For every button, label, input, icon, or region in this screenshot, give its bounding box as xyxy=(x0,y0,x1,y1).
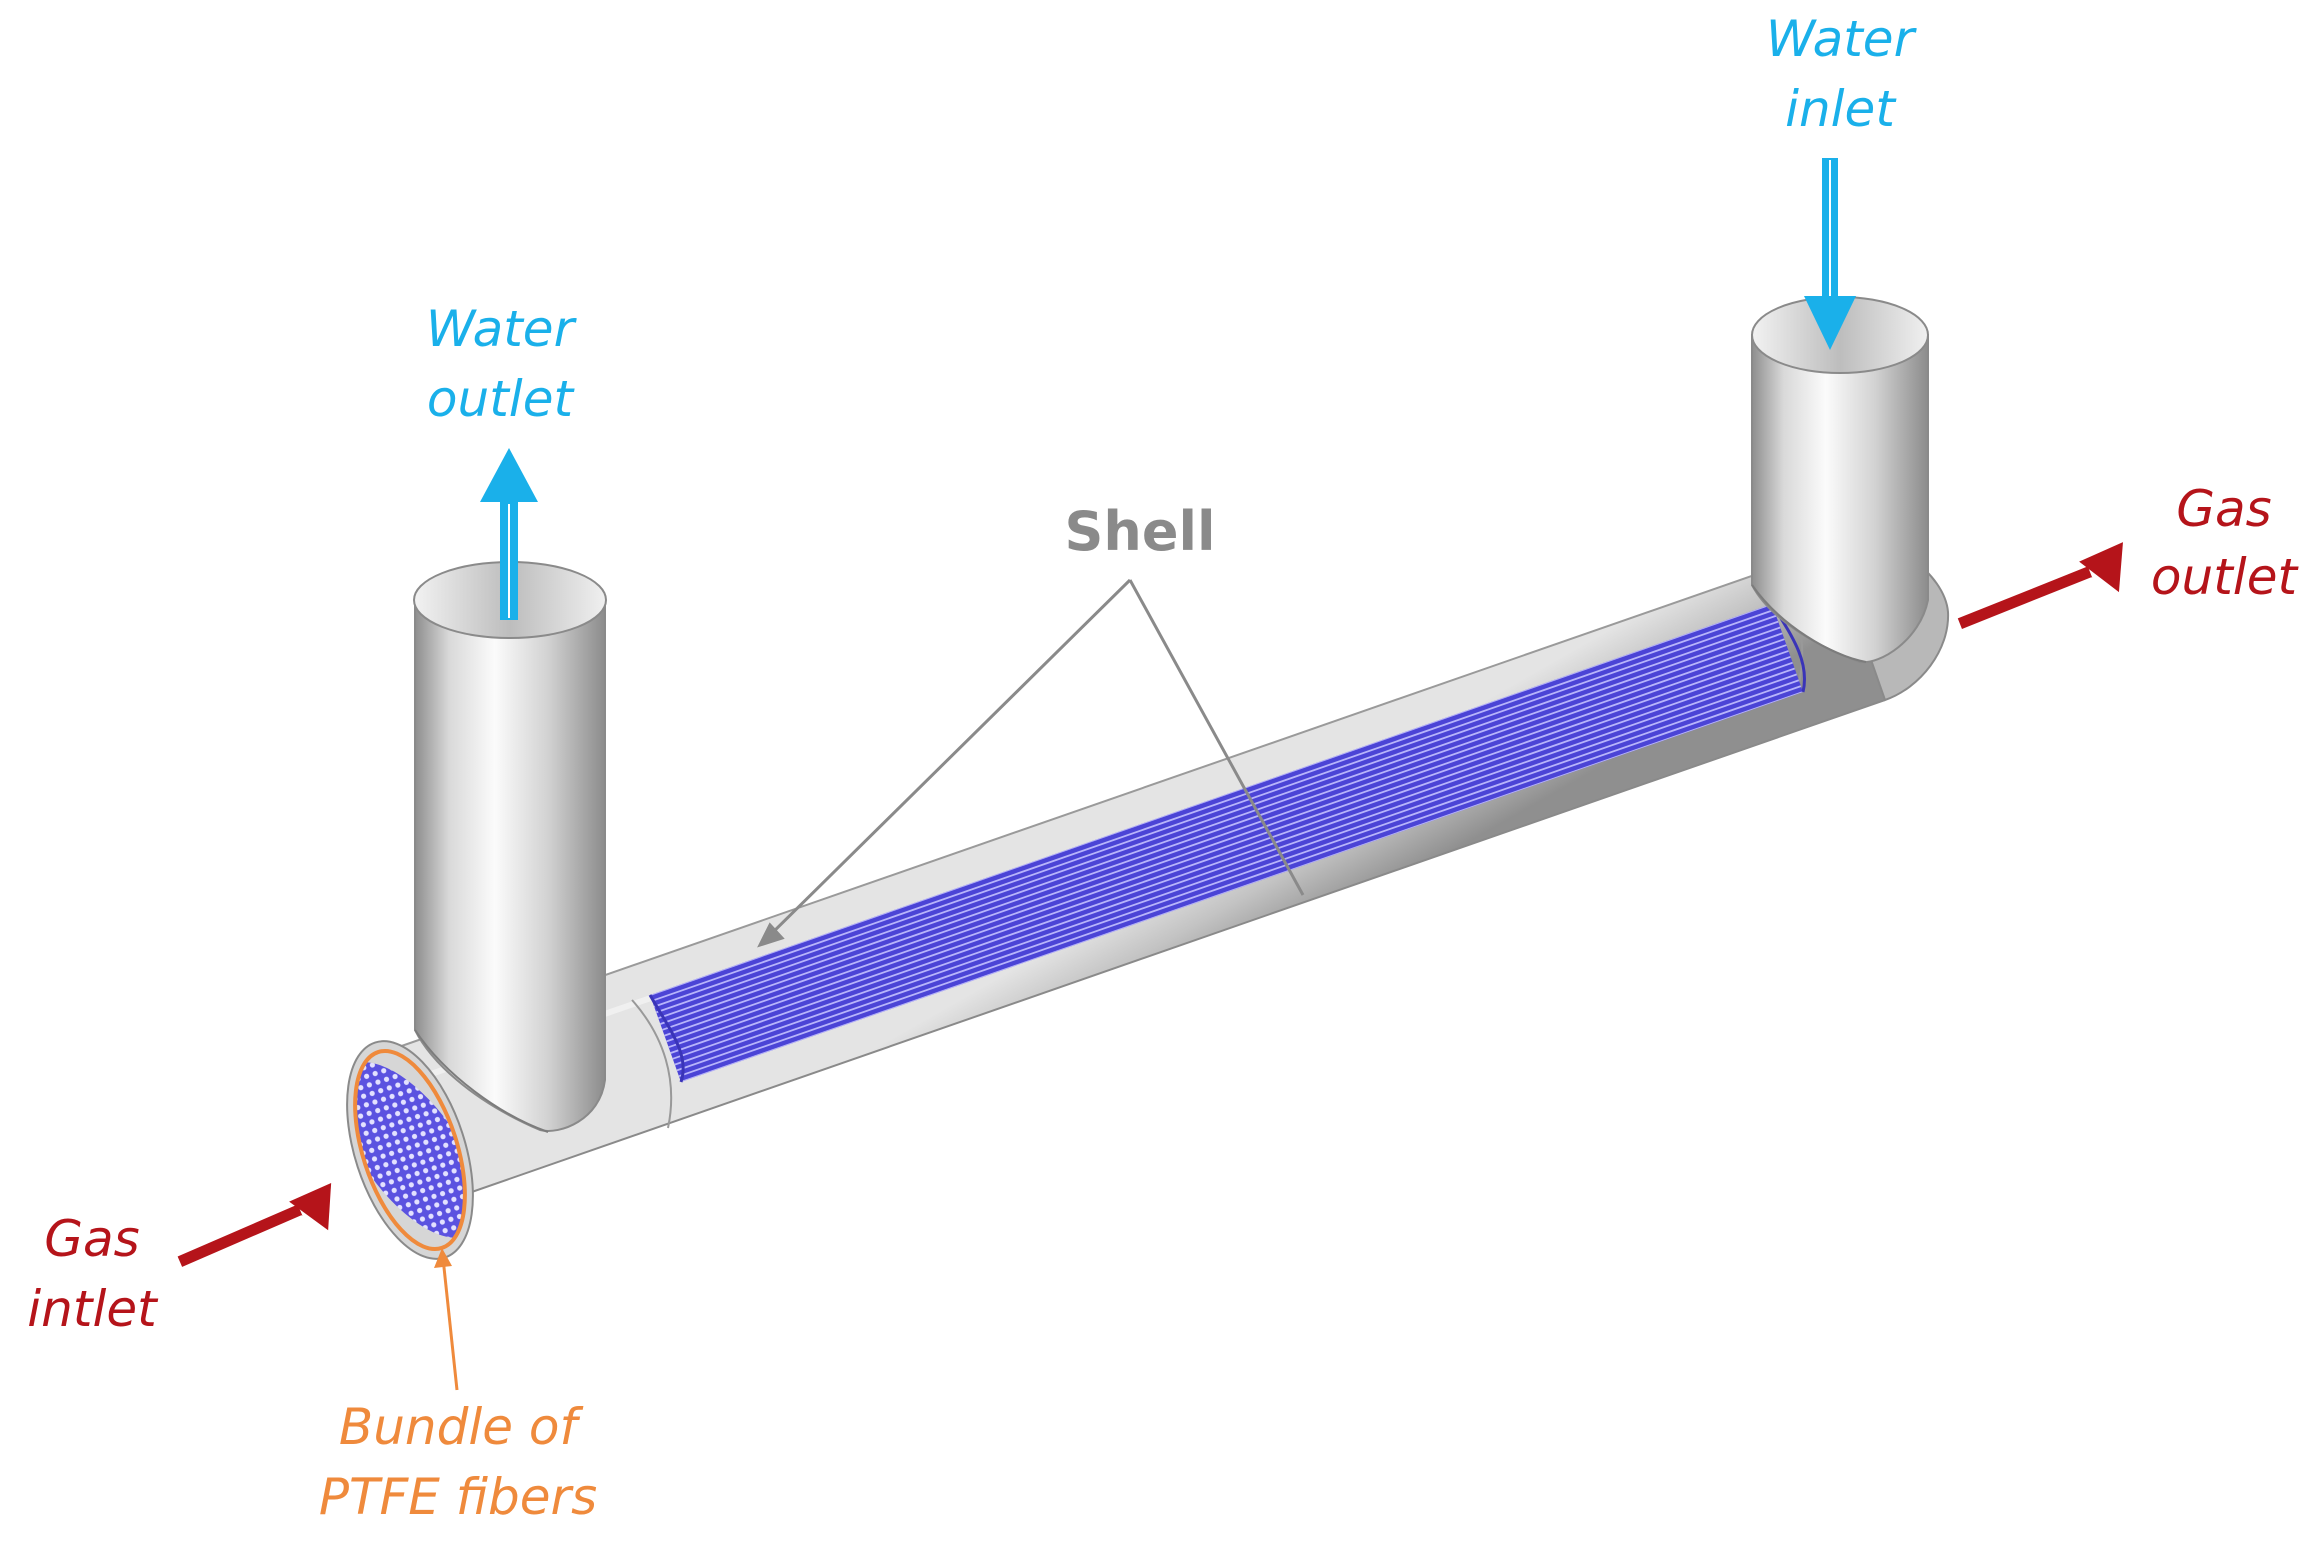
fiber-strand xyxy=(660,632,1783,1025)
fiber-strand xyxy=(678,685,1802,1078)
shell-label: Shell xyxy=(1065,500,1216,563)
fiber-strand xyxy=(670,661,1793,1054)
fiber-strand xyxy=(680,691,1803,1082)
fiber-strand xyxy=(666,650,1789,1043)
water-outlet-label-line2: outlet xyxy=(427,370,576,428)
gas-inlet-label-line1: Gas xyxy=(44,1210,139,1268)
bundle-pointer xyxy=(434,1248,459,1391)
gas-outlet-arrow xyxy=(1957,542,2123,631)
fiber-strand xyxy=(653,614,1777,1008)
fiber-strand xyxy=(657,626,1781,1020)
shell-pointers xyxy=(757,578,1305,948)
gas-outlet-label-line2: outlet xyxy=(2151,548,2300,606)
water-inlet-label-line2: inlet xyxy=(1785,80,1897,138)
water-inlet-label-line1: Water xyxy=(1766,10,1918,68)
gas-inlet-label-line2: intlet xyxy=(27,1280,159,1338)
right-vertical-pipe xyxy=(1751,296,1929,664)
gas-outlet-label-line1: Gas xyxy=(2176,480,2271,538)
fiber-strand xyxy=(674,673,1798,1066)
fiber-strand xyxy=(672,667,1796,1060)
fiber-section xyxy=(648,603,1806,1083)
water-outlet-arrow xyxy=(480,448,538,620)
fiber-strand xyxy=(668,655,1791,1049)
fiber-strand xyxy=(676,679,1800,1072)
fiber-bundle-end xyxy=(346,1040,474,1260)
water-inlet-arrow xyxy=(1804,158,1856,350)
gas-inlet-arrow xyxy=(177,1182,332,1269)
fiber-strand xyxy=(662,638,1785,1031)
fiber-strand xyxy=(664,644,1787,1037)
left-vertical-pipe xyxy=(413,561,607,1133)
bundle-label-line1: Bundle of xyxy=(339,1398,584,1456)
bundle-label-line2: PTFE fibers xyxy=(319,1468,597,1526)
water-outlet-label-line1: Water xyxy=(426,300,578,358)
fiber-strand xyxy=(655,620,1779,1014)
fiber-strand xyxy=(651,609,1775,1002)
